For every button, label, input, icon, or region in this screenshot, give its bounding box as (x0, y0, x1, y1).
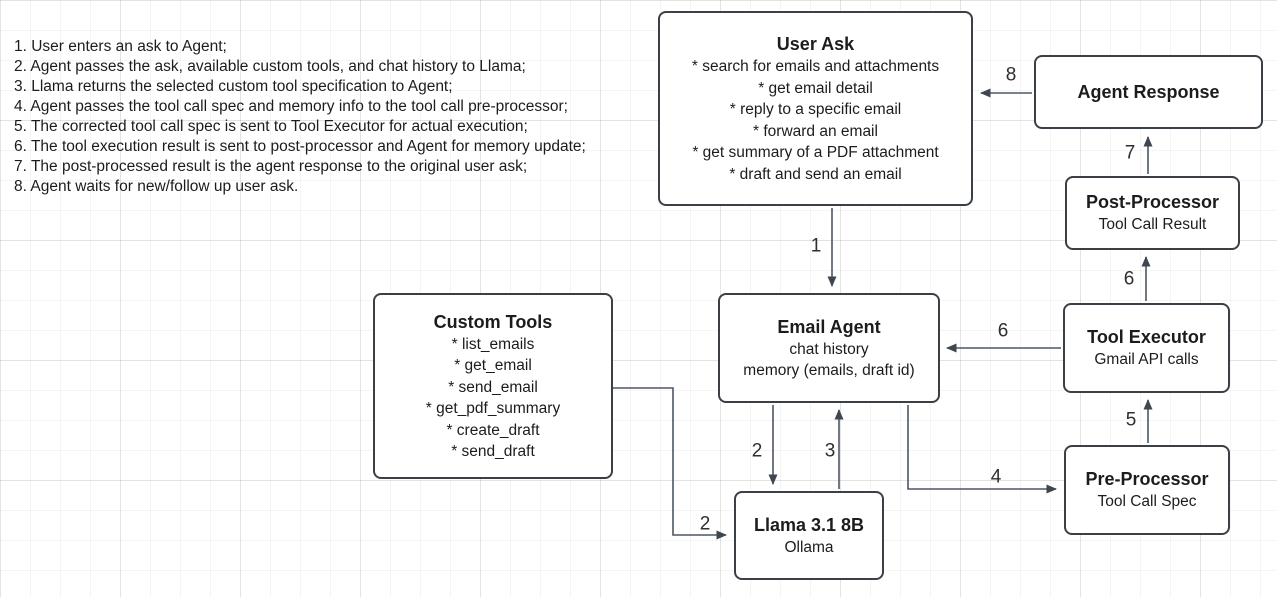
step-line: 8. Agent waits for new/follow up user as… (14, 178, 299, 195)
node-pre-processor[interactable]: Pre-Processor Tool Call Spec (1064, 445, 1230, 535)
node-email-agent-line: memory (emails, draft id) (743, 362, 915, 379)
edge-label-6-post: 6 (1123, 268, 1135, 290)
node-custom-tools-line: * get_email (454, 357, 532, 374)
step-line: 3. Llama returns the selected custom too… (14, 78, 453, 95)
node-agent-response[interactable]: Agent Response (1034, 55, 1263, 129)
node-user-ask-line: * get summary of a PDF attachment (692, 144, 939, 161)
node-user-ask-line: * get email detail (758, 79, 873, 97)
step-line: 6. The tool execution result is sent to … (14, 138, 586, 155)
node-agent-response-title: Agent Response (1077, 82, 1220, 102)
node-user-ask[interactable]: User Ask * search for emails and attachm… (658, 11, 973, 206)
node-user-ask-line: * reply to a specific email (729, 101, 902, 118)
edge-label-2-tools: 2 (699, 513, 711, 535)
node-user-ask-line: * forward an email (753, 122, 878, 140)
step-line: 2. Agent passes the ask, available custo… (14, 58, 526, 75)
node-post-processor[interactable]: Post-Processor Tool Call Result (1065, 176, 1240, 250)
node-user-ask-line: * search for emails and attachments (691, 58, 940, 75)
node-post-processor-title: Post-Processor (1085, 192, 1220, 213)
edge-label-7: 7 (1124, 142, 1136, 164)
edge-label-6-agent: 6 (997, 320, 1009, 342)
edge-label-2-agent: 2 (751, 440, 763, 462)
node-pre-processor-subtitle: Tool Call Spec (1097, 493, 1197, 511)
node-llama-title: Llama 3.1 8B (753, 514, 865, 535)
edge-label-1: 1 (810, 235, 822, 257)
node-post-processor-subtitle: Tool Call Result (1098, 216, 1207, 234)
node-custom-tools[interactable]: Custom Tools * list_emails * get_email *… (373, 293, 613, 479)
step-line: 4. Agent passes the tool call spec and m… (14, 98, 568, 115)
step-line: 7. The post-processed result is the agen… (14, 158, 528, 175)
edge-label-3: 3 (824, 440, 836, 462)
node-tool-executor[interactable]: Tool Executor Gmail API calls (1063, 303, 1230, 393)
node-llama-subtitle: Ollama (784, 538, 834, 556)
node-user-ask-line: * draft and send an email (729, 165, 902, 183)
steps-list: 1. User enters an ask to Agent; 2. Agent… (14, 37, 654, 197)
edge-label-4: 4 (990, 466, 1002, 488)
node-custom-tools-line: * get_pdf_summary (425, 400, 561, 417)
node-custom-tools-line: * send_email (448, 378, 538, 396)
step-line: 5. The corrected tool call spec is sent … (14, 118, 528, 135)
node-tool-executor-subtitle: Gmail API calls (1094, 351, 1199, 369)
node-llama[interactable]: Llama 3.1 8B Ollama (734, 491, 884, 580)
node-email-agent-line: chat history (789, 340, 869, 358)
edge-label-5: 5 (1125, 409, 1137, 431)
node-email-agent[interactable]: Email Agent chat history memory (emails,… (718, 293, 940, 403)
node-custom-tools-line: * list_emails (451, 335, 535, 353)
node-pre-processor-title: Pre-Processor (1085, 469, 1209, 490)
node-custom-tools-line: * send_draft (451, 443, 535, 460)
node-custom-tools-title: Custom Tools (433, 311, 553, 332)
node-user-ask-title: User Ask (776, 34, 855, 54)
edge-4-emailagent-to-preprocessor (907, 405, 1057, 494)
step-line: 1. User enters an ask to Agent; (14, 38, 227, 55)
node-email-agent-title: Email Agent (777, 316, 881, 337)
edge-label-8: 8 (1005, 64, 1017, 86)
node-custom-tools-line: * create_draft (446, 421, 540, 439)
node-tool-executor-title: Tool Executor (1087, 327, 1206, 348)
